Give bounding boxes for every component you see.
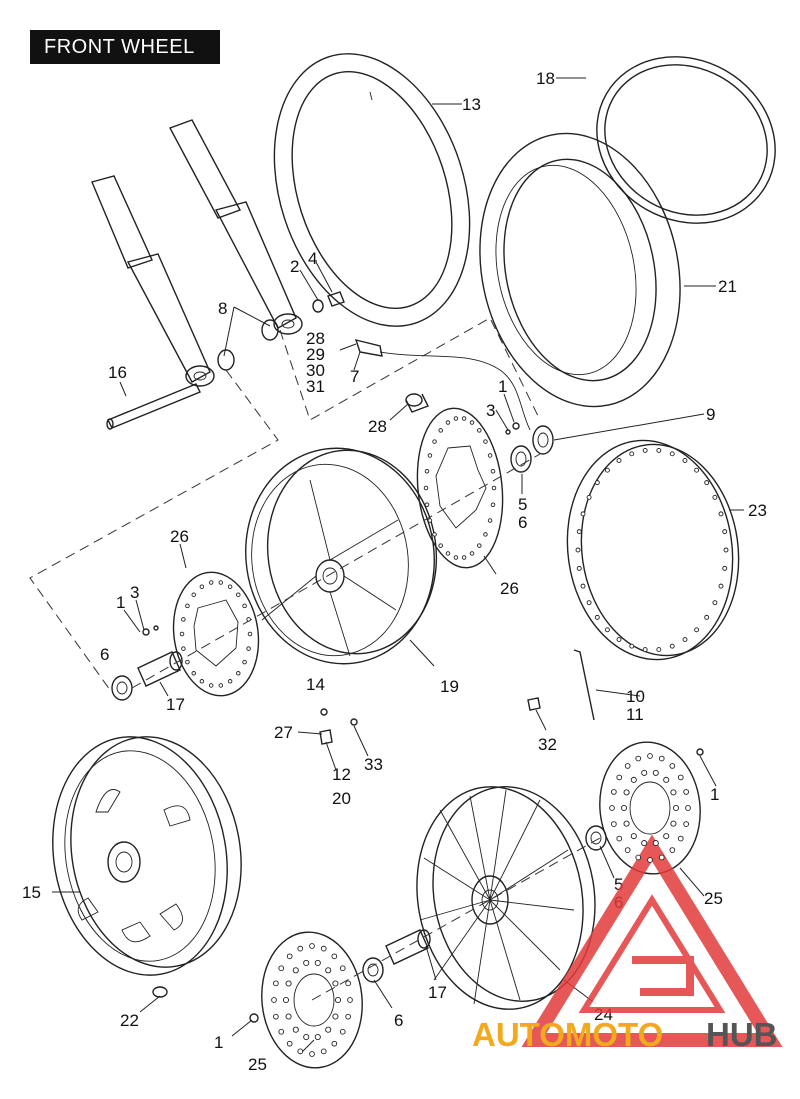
callout-2: 2	[290, 257, 299, 276]
disc-holes-lower-inner	[282, 959, 342, 1041]
callout-28-top: 28	[306, 329, 325, 348]
callout-1-lower: 1	[214, 1033, 223, 1052]
callout-15: 15	[22, 883, 41, 902]
disc-holes-upper	[423, 416, 497, 560]
spoke	[573, 649, 595, 721]
speed-sensor	[354, 339, 531, 431]
assembly-lines	[29, 317, 601, 1001]
callout-18: 18	[536, 69, 555, 88]
fork-leg-right	[169, 119, 303, 335]
rim-strip	[596, 56, 776, 224]
bearing-left	[111, 675, 133, 701]
brake-disc-left	[172, 571, 260, 697]
disc-holes-right-inner	[620, 769, 680, 847]
callout-16: 16	[108, 363, 127, 382]
callout-17-lower: 17	[428, 983, 447, 1002]
spacers-8	[217, 319, 279, 371]
brake-disc-lower	[261, 931, 363, 1069]
spoke-rim-23	[566, 439, 740, 661]
watermark-text: AUTOMOTO HUB	[472, 1016, 778, 1053]
callout-27: 27	[274, 723, 293, 742]
rim-spoke-holes	[575, 447, 729, 653]
bearing-lower	[362, 957, 384, 983]
callout-22: 22	[120, 1011, 139, 1030]
callout-30: 30	[306, 361, 325, 380]
disc-holes-left	[179, 580, 253, 688]
callout-12: 12	[332, 765, 351, 784]
spacer-17-left	[137, 651, 183, 687]
washer-nut-2-4	[312, 291, 345, 313]
disc-wheel-15	[52, 736, 242, 976]
fork-leg-left	[91, 175, 215, 387]
watermark-logo	[521, 834, 783, 1047]
callout-26-right: 26	[500, 579, 519, 598]
spoke-wheel-24	[416, 786, 596, 1010]
callout-8: 8	[218, 299, 227, 318]
callout-26-left: 26	[170, 527, 189, 546]
bearing-upper	[510, 445, 532, 473]
callout-29: 29	[306, 345, 325, 364]
callout-7: 7	[350, 367, 359, 386]
watermark-part2: HUB	[706, 1016, 778, 1053]
callout-33: 33	[364, 755, 383, 774]
cast-wheel-19	[245, 447, 438, 665]
callout-3-top: 3	[486, 401, 495, 420]
callout-11: 11	[626, 705, 644, 724]
callout-31: 31	[306, 377, 325, 396]
callout-19: 19	[440, 677, 459, 696]
callout-21: 21	[718, 277, 737, 296]
callout-25-lower: 25	[248, 1055, 267, 1074]
inner-tube	[273, 53, 471, 327]
spacer-17-lower	[385, 929, 431, 965]
tire	[479, 132, 681, 408]
callout-32: 32	[538, 735, 557, 754]
speed-sensor-ring	[532, 425, 554, 455]
valve-cap	[152, 986, 168, 998]
callout-4: 4	[308, 249, 317, 268]
disc-holes-right	[609, 753, 691, 863]
callout-5-right: 5	[614, 875, 623, 894]
callout-10: 10	[626, 687, 645, 706]
callout-25-right: 25	[704, 889, 723, 908]
callout-17-left: 17	[166, 695, 185, 714]
callout-1-top: 1	[498, 377, 507, 396]
callout-3-left: 3	[130, 583, 139, 602]
callout-23: 23	[748, 501, 767, 520]
brake-disc-right	[599, 741, 701, 875]
callout-6-top: 6	[518, 513, 527, 532]
callout-1-left: 1	[116, 593, 125, 612]
watermark-part1: AUTOMOTO	[472, 1016, 663, 1053]
callout-13: 13	[462, 95, 481, 114]
leader-lines	[52, 77, 744, 1055]
callout-14: 14	[306, 675, 325, 694]
diagram-title: FRONT WHEEL	[30, 30, 220, 64]
callout-6-lower: 6	[394, 1011, 403, 1030]
callout-6-left: 6	[100, 645, 109, 664]
spacer-28	[405, 393, 429, 413]
disc-holes-lower	[271, 943, 353, 1057]
callout-9: 9	[706, 405, 715, 424]
callout-20: 20	[332, 789, 351, 808]
callout-1-right: 1	[710, 785, 719, 804]
axle	[106, 383, 201, 430]
spoke-nipple	[527, 697, 541, 711]
callout-28: 28	[368, 417, 387, 436]
callout-5-top: 5	[518, 495, 527, 514]
